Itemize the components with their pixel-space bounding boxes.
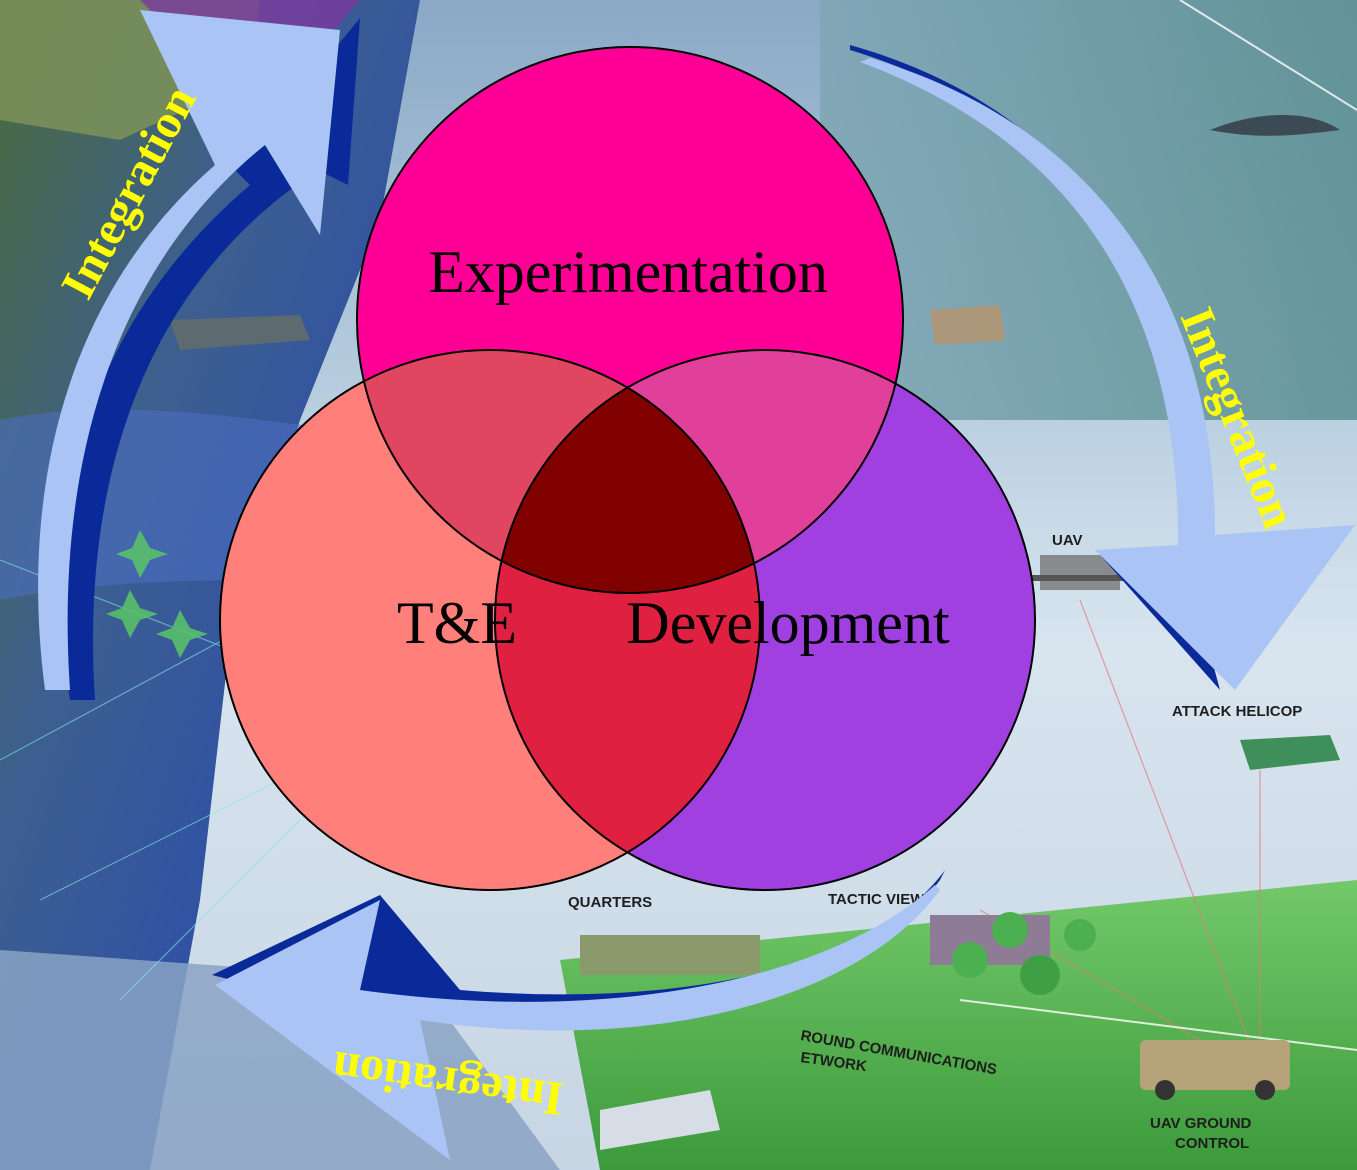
arrow-left-shadow [60, 18, 360, 700]
label-attack-helicopter: ATTACK HELICOP [1172, 703, 1302, 720]
venn-diagram: Experimentation T&E Development [219, 46, 1036, 891]
arrow-bottom-body [215, 885, 940, 1160]
label-te: T&E [397, 590, 517, 656]
label-tactical-view: TACTIC VIEW [828, 891, 925, 908]
label-uav: UAV [1052, 532, 1083, 549]
arrow-left-body [38, 10, 341, 690]
overlap-center [495, 350, 760, 593]
label-experimentation: Experimentation [428, 239, 828, 305]
label-control: CONTROL [1175, 1135, 1249, 1152]
label-uav-ground: UAV GROUND [1150, 1115, 1252, 1132]
label-headquarters: QUARTERS [568, 894, 652, 911]
label-development: Development [626, 590, 950, 656]
